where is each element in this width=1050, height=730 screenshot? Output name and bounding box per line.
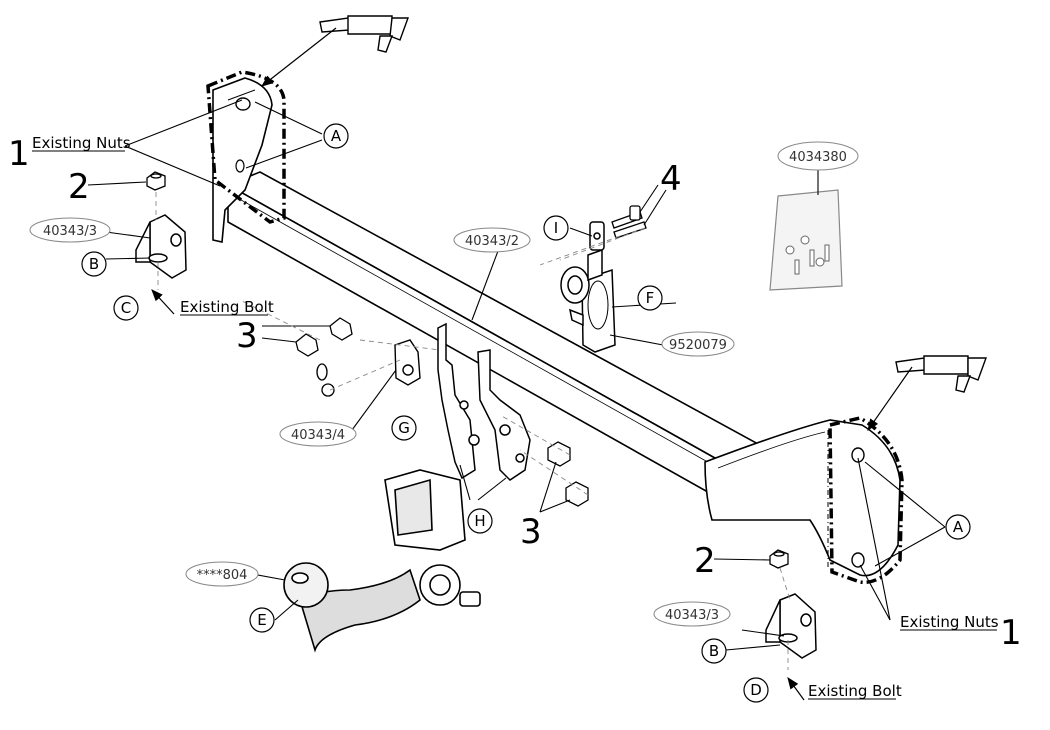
l-bracket-right [765,593,817,659]
svg-text:F: F [646,289,655,307]
sealant-gun-top [319,15,409,53]
part-code-ball: ****804 [185,561,259,587]
letter-b-right: B [701,638,727,664]
svg-text:A: A [953,518,964,536]
left-sealant-outline [206,70,286,224]
step-number-1-right: 1 [1000,613,1022,653]
svg-text:****804: ****804 [197,568,248,583]
l-bracket-left [135,214,187,279]
svg-text:40343/3: 40343/3 [665,608,719,623]
bolts-3-lower [547,441,589,507]
bolts-3-upper [295,317,353,397]
existing-nuts-label-right: Existing Nuts [900,613,999,631]
svg-text:40343/3: 40343/3 [43,224,97,239]
svg-text:9520079: 9520079 [669,338,727,353]
step-number-4: 4 [660,159,682,199]
hanger-hole-4 [515,453,525,463]
bolts-4 [611,205,647,239]
bolt-kit-bag [769,189,843,291]
letter-d: D [743,677,769,703]
svg-text:H: H [474,512,485,530]
existing-bolt-label-left: Existing Bolt [180,298,274,316]
letter-c: C [113,295,139,321]
left-side-plate [206,70,286,243]
socket-holder [560,221,616,353]
part-code-kit: 4034380 [777,141,859,171]
step-number-2-right: 2 [694,541,716,581]
svg-text:E: E [257,611,266,629]
svg-text:D: D [750,681,762,699]
letter-a-left: A [323,123,349,149]
tow-ball [283,562,329,608]
svg-text:40343/2: 40343/2 [465,234,519,249]
hanger-hole-1 [459,400,469,410]
left-plate-hole [235,97,251,111]
right-plate-hole-lower [851,552,865,568]
left-plate-hole-lower [235,159,245,173]
small-bracket-g [394,339,421,386]
socket-holder-hole [593,232,601,240]
existing-bolt-label-right: Existing Bolt [808,682,902,700]
svg-text:B: B [709,642,719,660]
letter-e: E [249,607,275,633]
part-code-socket-holder: 9520079 [661,331,735,357]
right-sealant-outline [828,416,904,585]
part-code-bracket-left: 40343/3 [29,217,111,243]
sealant-arrow-right [867,366,913,431]
step-number-1-left: 1 [8,134,30,174]
step-number-3-lower: 3 [520,512,542,552]
svg-text:C: C [121,299,131,317]
nut-right-2 [769,549,789,569]
letter-i: I [543,215,569,241]
step-number-3-upper: 3 [236,316,258,356]
dashed-guides [155,192,791,670]
svg-text:A: A [331,127,342,145]
svg-text:B: B [89,255,99,273]
sealant-arrow-top [261,27,337,87]
svg-text:G: G [398,419,410,437]
svg-text:40343/4: 40343/4 [291,428,345,443]
letter-a-right: A [945,514,971,540]
part-code-center: 40343/2 [453,227,531,253]
centre-hanger-brackets [437,322,531,481]
letter-b-left: B [81,251,107,277]
existing-bolt-arrow-left [151,289,175,315]
existing-nuts-label-left: Existing Nuts [32,134,131,152]
svg-text:4034380: 4034380 [789,150,847,165]
sealant-gun-right [895,355,987,393]
svg-text:I: I [554,219,558,237]
letter-f: F [637,285,663,311]
nut-left-2 [146,171,166,191]
hanger-hole-3 [499,424,511,436]
leader-lines [87,99,946,651]
part-code-small-bracket: 40343/4 [279,421,357,447]
part-code-bracket-right: 40343/3 [653,601,731,627]
right-plate-hole [851,447,865,463]
letter-g: G [391,415,417,441]
step-number-2-left: 2 [68,167,90,207]
existing-bolt-arrow-right [787,677,805,701]
tow-ball-assembly [283,469,481,653]
letter-h: H [467,508,493,534]
hanger-hole-2 [468,434,480,446]
